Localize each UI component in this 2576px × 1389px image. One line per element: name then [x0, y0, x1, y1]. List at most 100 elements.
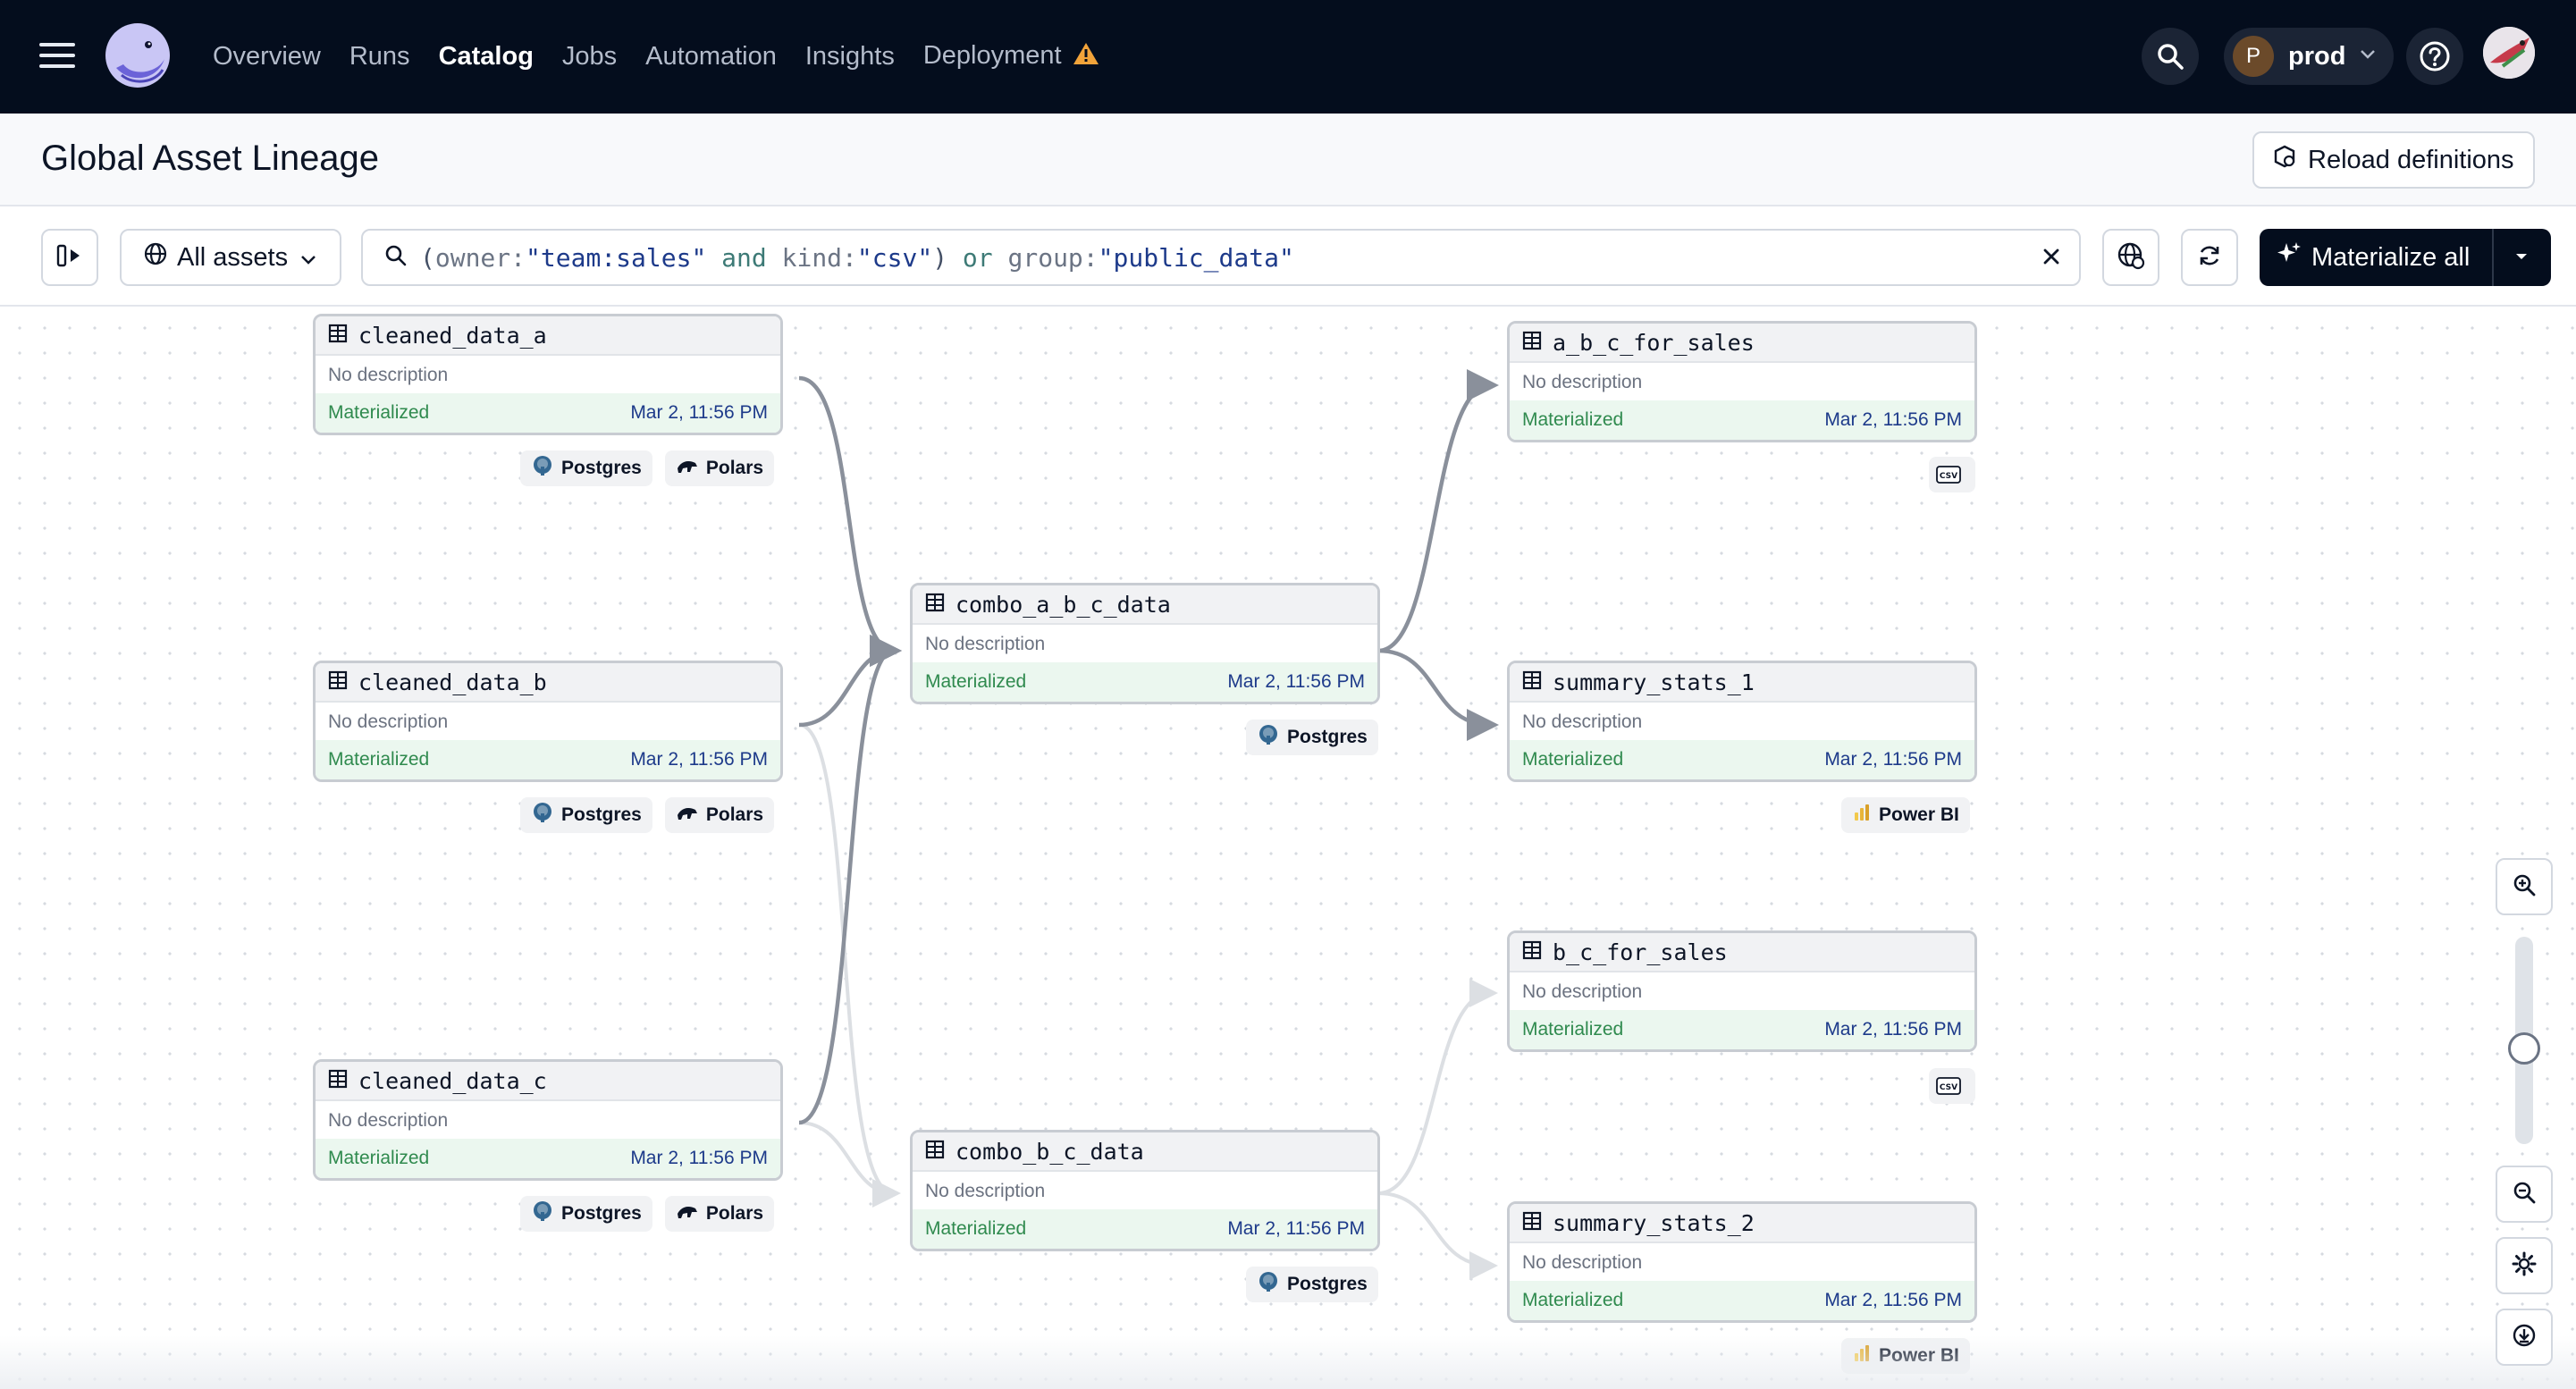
- zoom-out-button[interactable]: [2496, 1166, 2553, 1223]
- asset-selection-input[interactable]: (owner:"team:sales" and kind:"csv") or g…: [361, 229, 2081, 286]
- zoom-in-button[interactable]: [2496, 858, 2553, 915]
- materialize-all-label: Materialize all: [2311, 242, 2471, 272]
- nav-jobs[interactable]: Jobs: [561, 42, 618, 71]
- asset-node-combo-a-b-c-data[interactable]: combo_a_b_c_data No description Material…: [910, 583, 1380, 704]
- status-label: Materialized: [1522, 1019, 1624, 1040]
- reload-definitions-label: Reload definitions: [2308, 145, 2514, 174]
- asset-node-cleaned-data-b[interactable]: cleaned_data_b No description Materializ…: [313, 661, 783, 782]
- power-bi-icon: [1852, 1343, 1879, 1368]
- zoom-out-icon: [2512, 1180, 2537, 1209]
- kind-tag-postgres: Postgres: [1246, 1267, 1378, 1302]
- asset-description: No description: [925, 634, 1046, 654]
- status-label: Materialized: [1522, 749, 1624, 770]
- status-label: Materialized: [328, 749, 430, 770]
- deployment-name: prod: [2288, 41, 2346, 71]
- asset-kind-tags: CSV: [1929, 1068, 1975, 1104]
- power-bi-icon: [1852, 803, 1879, 828]
- download-graph-button[interactable]: [2496, 1309, 2553, 1366]
- asset-kind-tags: Postgres Polars: [520, 797, 775, 833]
- asset-description: No description: [1522, 372, 1643, 392]
- kind-tag-polars: Polars: [664, 797, 775, 833]
- status-timestamp: Mar 2, 11:56 PM: [630, 1148, 768, 1168]
- asset-description: No description: [328, 1110, 449, 1131]
- svg-text:CSV: CSV: [1940, 1083, 1957, 1092]
- asset-description: No description: [1522, 711, 1643, 732]
- asset-status: Materialized Mar 2, 11:56 PM: [316, 1139, 780, 1178]
- asset-node-a-b-c-for-sales[interactable]: a_b_c_for_sales No description Materiali…: [1507, 321, 1977, 442]
- dagster-logo[interactable]: [104, 21, 172, 89]
- asset-name: combo_a_b_c_data: [955, 591, 1171, 618]
- nav-insights[interactable]: Insights: [804, 42, 895, 71]
- nav-deployment-label: Deployment: [922, 40, 1062, 70]
- asset-name: cleaned_data_a: [358, 322, 547, 349]
- asset-node-combo-b-c-data[interactable]: combo_b_c_data No description Materializ…: [910, 1130, 1380, 1251]
- materialize-options-button[interactable]: [2494, 229, 2549, 286]
- asset-name: summary_stats_2: [1553, 1209, 1755, 1236]
- clear-icon[interactable]: [2038, 243, 2065, 274]
- asset-node-cleaned-data-c[interactable]: cleaned_data_c No description Materializ…: [313, 1059, 783, 1181]
- asset-scope-select[interactable]: All assets: [120, 229, 341, 286]
- kind-tag-power-bi: Power BI: [1841, 1338, 1970, 1374]
- table-icon: [1522, 1211, 1542, 1235]
- globe-settings-icon: [2117, 241, 2145, 274]
- deployment-avatar: P: [2233, 36, 2274, 77]
- graph-settings-button[interactable]: [2496, 1237, 2553, 1294]
- status-timestamp: Mar 2, 11:56 PM: [1824, 409, 1962, 430]
- asset-kind-tags: Postgres: [1246, 1267, 1378, 1302]
- sparkle-icon: [2276, 240, 2311, 274]
- asset-node-cleaned-data-a[interactable]: cleaned_data_a No description Materializ…: [313, 314, 783, 435]
- nav-overview[interactable]: Overview: [213, 42, 321, 71]
- status-timestamp: Mar 2, 11:56 PM: [1227, 1218, 1365, 1239]
- asset-description: No description: [1522, 981, 1643, 1002]
- gear-icon: [2512, 1251, 2537, 1281]
- nav-runs[interactable]: Runs: [349, 42, 410, 71]
- polars-icon: [676, 456, 706, 481]
- asset-node-b-c-for-sales[interactable]: b_c_for_sales No description Materialize…: [1507, 930, 1977, 1052]
- lineage-edges: [798, 369, 1499, 1280]
- refresh-icon: [2196, 242, 2223, 274]
- status-label: Materialized: [328, 1148, 430, 1168]
- table-icon: [925, 1140, 945, 1164]
- page-header: Global Asset Lineage Reload definitions: [0, 114, 2576, 206]
- asset-description: No description: [1522, 1252, 1643, 1273]
- edge-combo-abc-to-summary-1: [1377, 648, 1499, 741]
- nav-automation[interactable]: Automation: [645, 42, 777, 71]
- asset-node-summary-stats-1[interactable]: summary_stats_1 No description Materiali…: [1507, 661, 1977, 782]
- zoom-in-icon: [2512, 872, 2537, 902]
- asset-name: cleaned_data_c: [358, 1067, 547, 1094]
- reload-icon: [2272, 144, 2308, 176]
- edge-cleaned-c-to-combo-abc: [798, 635, 902, 1125]
- kind-tag-postgres: Postgres: [520, 1196, 652, 1232]
- kind-tag-postgres: Postgres: [1246, 720, 1378, 755]
- deployment-switcher[interactable]: P prod: [2224, 28, 2394, 85]
- lineage-graph[interactable]: cleaned_data_a No description Materializ…: [0, 308, 2576, 1389]
- edge-combo-abc-to-a-b-c-sales: [1377, 369, 1499, 653]
- globe-icon: [143, 241, 168, 274]
- kind-tag-polars: Polars: [664, 1196, 775, 1232]
- user-avatar[interactable]: [2483, 27, 2535, 79]
- table-icon: [328, 324, 348, 348]
- toggle-sidebar-button[interactable]: [41, 229, 98, 286]
- materialize-all-button[interactable]: Materialize all: [2260, 229, 2494, 286]
- asset-name: a_b_c_for_sales: [1553, 329, 1755, 356]
- asset-description: No description: [328, 365, 449, 385]
- asset-kind-tags: Postgres: [1246, 720, 1378, 755]
- nav-deployment[interactable]: Deployment: [923, 41, 1099, 73]
- status-label: Materialized: [925, 671, 1027, 692]
- search-icon[interactable]: [2142, 28, 2199, 85]
- refresh-button[interactable]: [2181, 229, 2238, 286]
- csv-icon: CSV: [1929, 1068, 1975, 1104]
- lineage-toolbar: All assets (owner:"team:sales" and kind:…: [0, 208, 2576, 307]
- chevron-down-icon: [2360, 48, 2376, 64]
- zoom-slider-handle[interactable]: [2508, 1032, 2540, 1065]
- table-icon: [1522, 670, 1542, 694]
- kind-tag-postgres: Postgres: [520, 797, 652, 833]
- help-icon[interactable]: [2406, 28, 2463, 85]
- menu-icon[interactable]: [39, 41, 75, 70]
- reload-definitions-button[interactable]: Reload definitions: [2252, 131, 2535, 189]
- global-lineage-button[interactable]: [2102, 229, 2159, 286]
- postgres-icon: [531, 1200, 561, 1228]
- nav-catalog[interactable]: Catalog: [438, 42, 534, 71]
- asset-node-summary-stats-2[interactable]: summary_stats_2 No description Materiali…: [1507, 1201, 1977, 1323]
